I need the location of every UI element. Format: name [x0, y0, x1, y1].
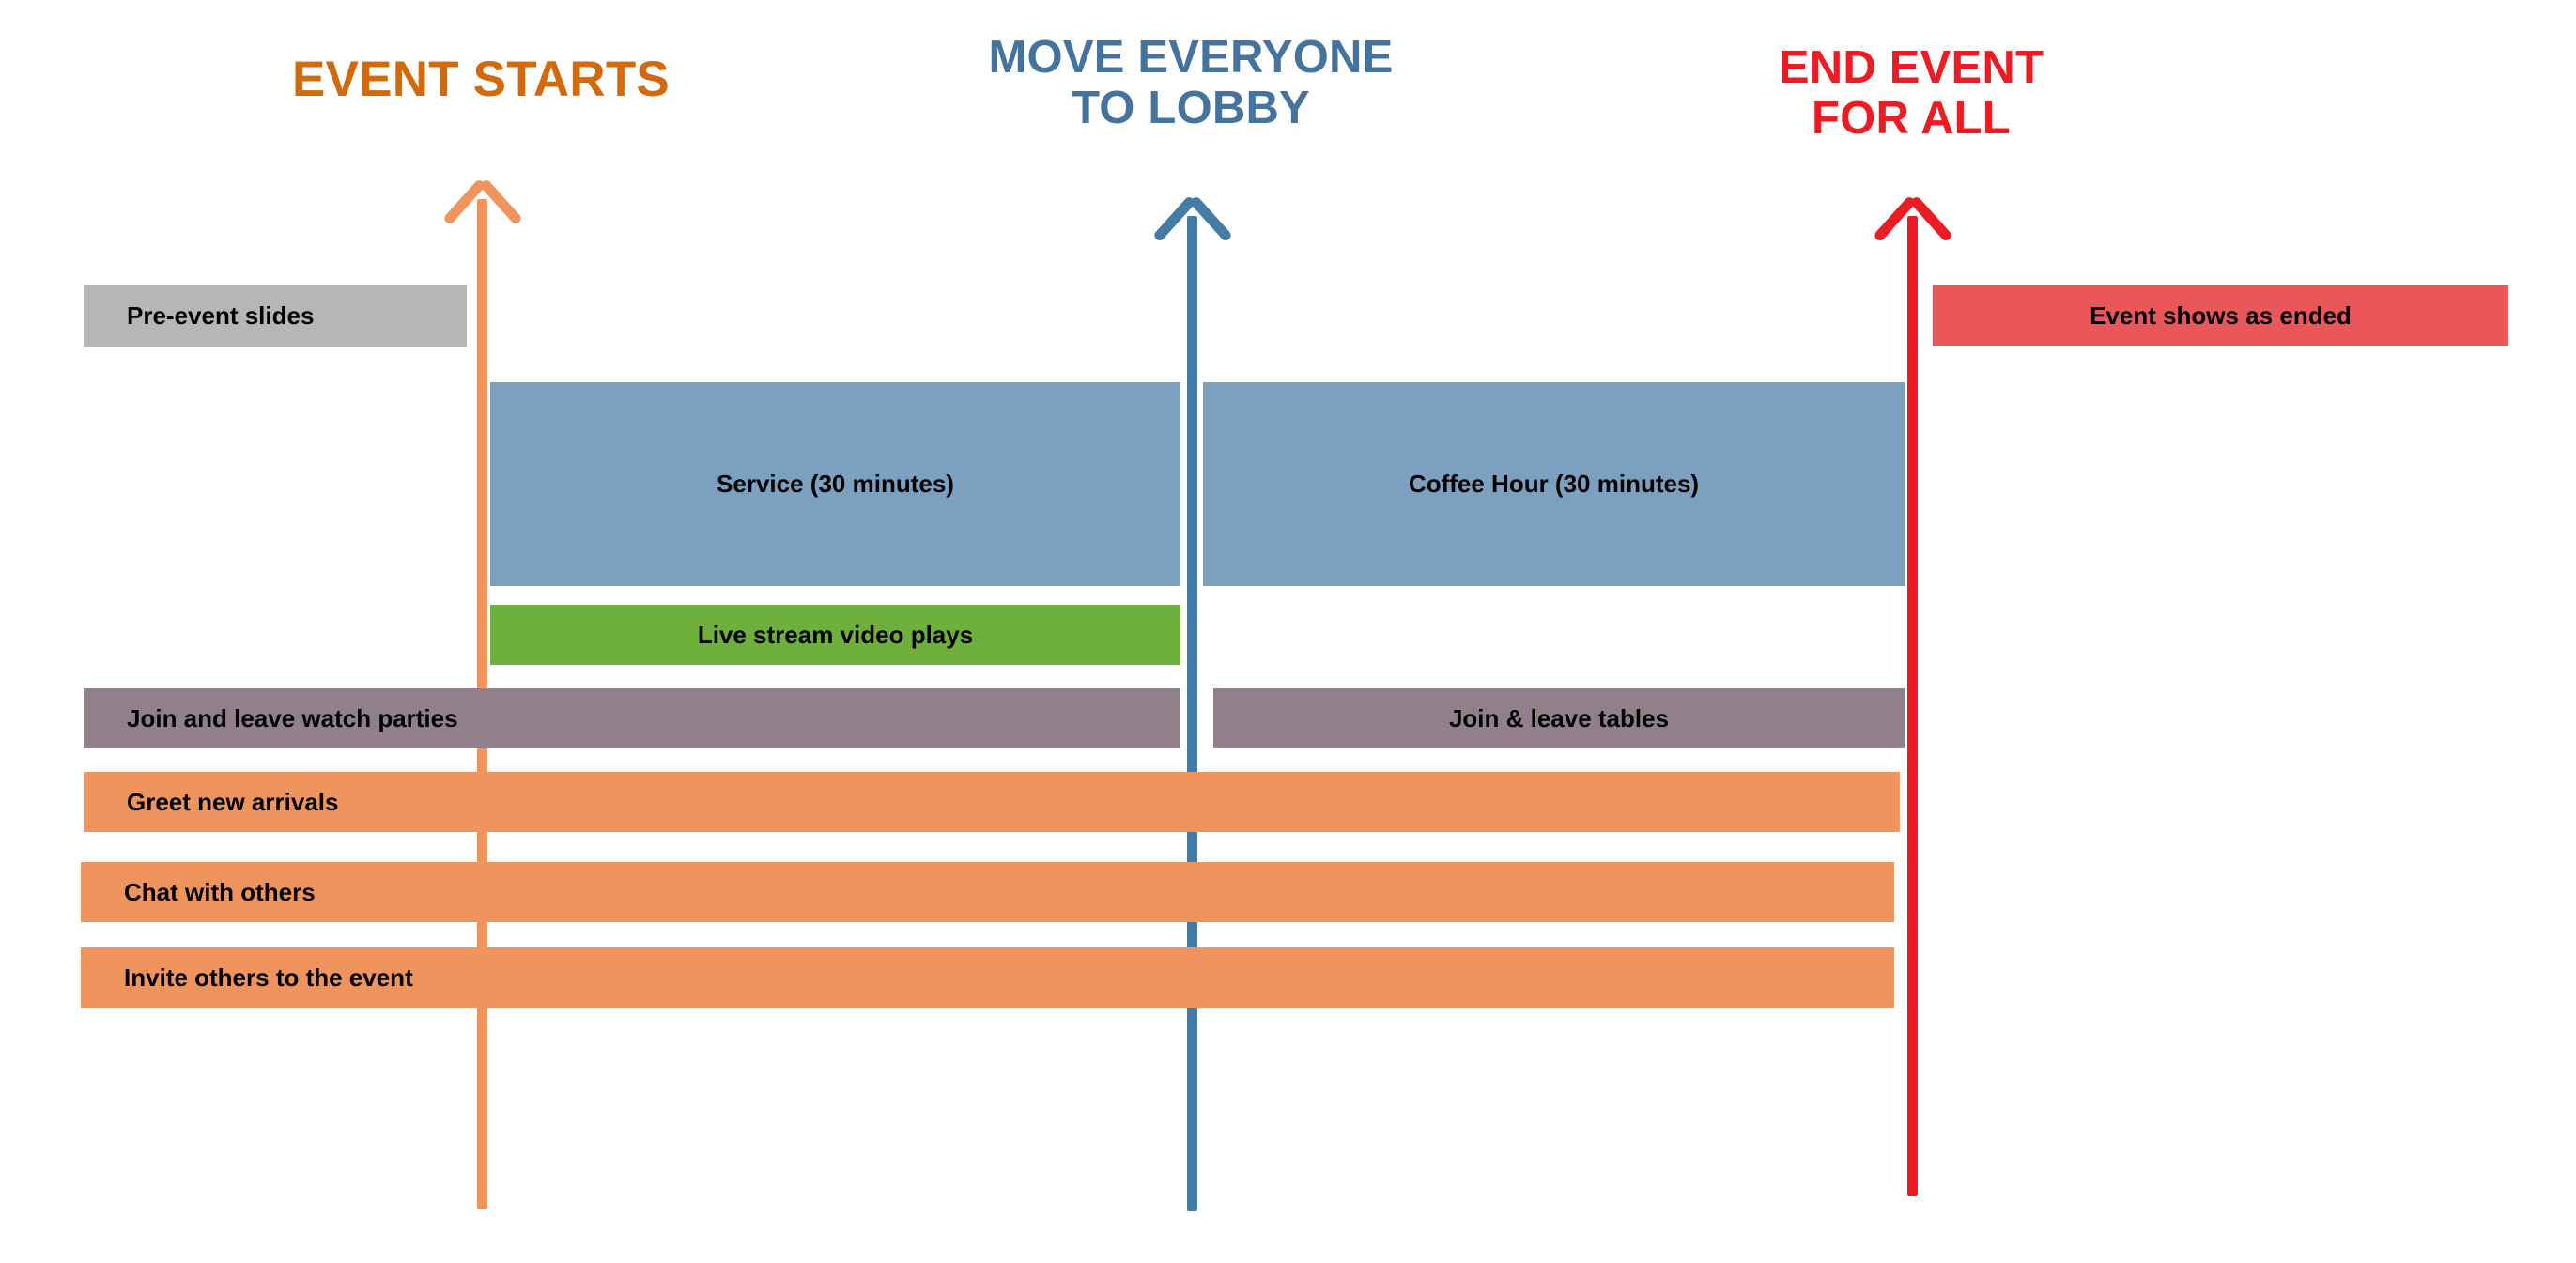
bar-event-shows-as-ended: Event shows as ended [1933, 285, 2508, 346]
bar-coffee-hour: Coffee Hour (30 minutes) [1203, 382, 1905, 586]
bar-join-and-leave-tables: Join & leave tables [1213, 688, 1905, 748]
bar-label: Event shows as ended [2090, 300, 2352, 330]
arrow-shaft [1187, 216, 1197, 1211]
bar-label: Greet new arrivals [127, 787, 339, 816]
bar-label: Pre-event slides [127, 301, 315, 330]
milestone-label-end-event-for-all: END EVENT FOR ALL [1778, 42, 2044, 144]
bar-label: Invite others to the event [124, 963, 413, 992]
bar-join-and-leave-watch-parties: Join and leave watch parties [84, 688, 1180, 748]
bar-label: Service (30 minutes) [717, 470, 954, 498]
bar-label: Live stream video plays [697, 620, 974, 649]
bar-live-stream-video-plays: Live stream video plays [490, 605, 1180, 665]
bar-label: Join & leave tables [1448, 703, 1670, 732]
milestone-arrow-move-everyone-to-lobby [1151, 194, 1233, 1211]
bar-service: Service (30 minutes) [490, 382, 1180, 586]
arrow-shaft [1907, 216, 1918, 1196]
milestone-label-move-everyone-to-lobby: MOVE EVERYONE TO LOBBY [988, 32, 1394, 133]
bar-greet-new-arrivals: Greet new arrivals [84, 772, 1900, 832]
bar-invite-others-to-the-event: Invite others to the event [81, 947, 1894, 1008]
bar-label: Coffee Hour (30 minutes) [1408, 470, 1700, 498]
bar-pre-event-slides: Pre-event slides [84, 285, 467, 347]
milestone-arrow-end-event-for-all [1872, 194, 1953, 1196]
bar-label: Join and leave watch parties [127, 703, 458, 732]
bar-label: Chat with others [124, 877, 316, 906]
milestone-label-event-starts: EVENT STARTS [292, 52, 670, 107]
bar-chat-with-others: Chat with others [81, 862, 1894, 922]
